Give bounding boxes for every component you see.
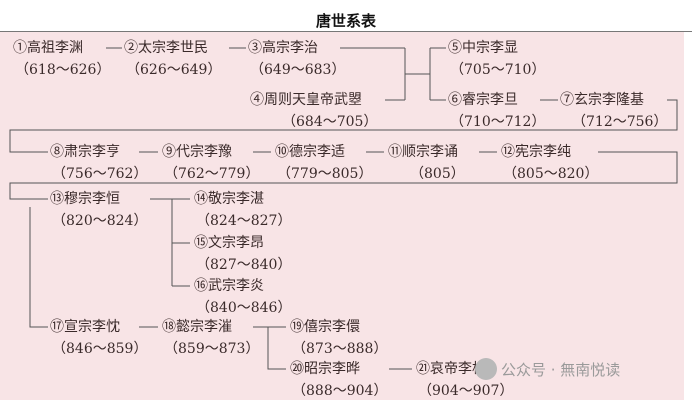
emperor-name: ㉑哀帝李柷 (416, 361, 486, 377)
emperor-name: ⑬穆宗李恒 (50, 191, 120, 207)
watermark-text: 公众号 · 無南悦读 (501, 361, 621, 379)
emperor-16: ⑯武宗李炎 （840～846） (194, 275, 291, 319)
emperor-name: ①高祖李渊 (13, 40, 83, 56)
emperor-15: ⑮文宗李昂 （827～840） (194, 232, 291, 276)
emperor-7: ⑦玄宗李隆基 （712～756） (560, 89, 667, 133)
reign-years: （712～756） (572, 114, 668, 130)
emperor-17: ⑰宣宗李忱 （846～859） (50, 316, 147, 360)
reign-years: （626～649） (126, 62, 222, 78)
reign-years: （820～824） (52, 213, 148, 229)
emperor-name: ⑦玄宗李隆基 (560, 92, 644, 108)
emperor-13: ⑬穆宗李恒 （820～824） (50, 188, 147, 232)
reign-years: （684～705） (282, 114, 378, 130)
emperor-name: ⑫宪宗李纯 (501, 144, 571, 160)
trunk-18-20 (267, 327, 286, 370)
reign-years: （859～873） (164, 341, 260, 357)
emperor-name: ⑪顺宗李诵 (388, 144, 458, 160)
emperor-2: ②太宗李世民 （626～649） (124, 37, 221, 81)
reign-years: （618～626） (15, 62, 111, 78)
reign-years: （904～907） (418, 383, 514, 399)
wechat-logo-icon (475, 358, 497, 380)
emperor-12: ⑫宪宗李纯 （805～820） (501, 141, 598, 185)
reign-years: （756～762） (52, 166, 148, 182)
trunk-13-17 (29, 207, 48, 328)
emperor-5: ⑤中宗李显 （705～710） (448, 37, 545, 81)
emperor-1: ①高祖李渊 （618～626） (13, 37, 110, 81)
reign-years: （840～846） (196, 300, 292, 316)
emperor-name: ③高宗李治 (248, 40, 318, 56)
reign-years: （805～820） (503, 166, 599, 182)
reign-years: （762～779） (164, 166, 260, 182)
emperor-name: ⑧肃宗李亨 (50, 144, 120, 160)
emperor-name: ⑨代宗李豫 (162, 144, 232, 160)
emperor-name: ⑲僖宗李儇 (290, 319, 360, 335)
genealogy-panel (0, 32, 684, 400)
emperor-name: ⑱懿宗李漼 (162, 319, 232, 335)
wrap-7-8 (9, 99, 678, 153)
emperor-name: ⑤中宗李显 (448, 40, 518, 56)
reign-years: （705～710） (450, 62, 546, 78)
emperor-name: ②太宗李世民 (124, 40, 208, 56)
emperor-14: ⑭敬宗李湛 （824～827） (194, 188, 291, 232)
emperor-name: ④周则天皇帝武曌 (250, 92, 362, 108)
table-title: 唐世系表 (315, 12, 376, 30)
emperor-9: ⑨代宗李豫 （762～779） (162, 141, 259, 185)
reign-years: （649～683） (250, 62, 346, 78)
emperor-name: ⑰宣宗李忱 (50, 319, 120, 335)
emperor-6: ⑥睿宗李旦 （710～712） (448, 89, 545, 133)
reign-years: （824～827） (196, 213, 292, 229)
emperor-name: ⑭敬宗李湛 (194, 191, 264, 207)
emperor-19: ⑲僖宗李儇 （873～888） (290, 316, 387, 360)
emperor-10: ⑩德宗李适 （779～805） (275, 141, 372, 185)
reign-years: （779～805） (277, 166, 373, 182)
emperor-8: ⑧肃宗李亨 （756～762） (50, 141, 147, 185)
emperor-3: ③高宗李治 （649～683） (248, 37, 345, 81)
emperor-11: ⑪顺宗李诵 （805） (388, 141, 465, 185)
emperor-name: ⑳昭宗李晔 (290, 361, 360, 377)
reign-years: （827～840） (196, 257, 292, 273)
emperor-4: ④周则天皇帝武曌 （684～705） (250, 89, 377, 133)
reign-years: （805） (410, 166, 465, 182)
emperor-21: ㉑哀帝李柷 （904～907） (416, 358, 513, 402)
wrap-12-13 (9, 151, 678, 200)
emperor-18: ⑱懿宗李漼 （859～873） (162, 316, 259, 360)
reign-years: （873～888） (292, 341, 388, 357)
watermark: 公众号 · 無南悦读 (475, 358, 620, 380)
reign-years: （888～904） (292, 383, 388, 399)
emperor-name: ⑥睿宗李旦 (448, 92, 518, 108)
emperor-name: ⑮文宗李昂 (194, 235, 264, 251)
emperor-name: ⑩德宗李适 (275, 144, 345, 160)
emperor-name: ⑯武宗李炎 (194, 278, 264, 294)
title-rule (0, 31, 692, 32)
reign-years: （710～712） (450, 114, 546, 130)
emperor-20: ⑳昭宗李晔 （888～904） (290, 358, 387, 402)
reign-years: （846～859） (52, 341, 148, 357)
